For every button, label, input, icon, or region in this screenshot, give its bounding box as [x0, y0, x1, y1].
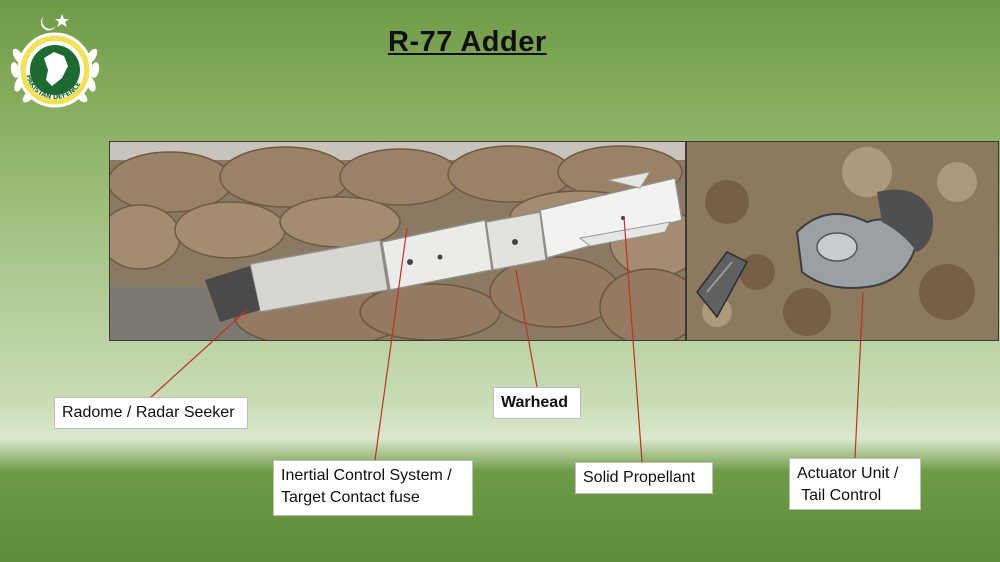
debris-photo	[686, 141, 999, 341]
label-propellant-text: Solid Propellant	[583, 469, 696, 486]
label-actuator-unit: Actuator Unit / Tail Control	[789, 458, 921, 510]
label-ics-line1: Inertial Control System /	[281, 467, 452, 484]
label-warhead-text: Warhead	[501, 394, 568, 411]
label-radome-text: Radome / Radar Seeker	[62, 404, 235, 421]
label-radome: Radome / Radar Seeker	[54, 397, 248, 429]
missile-photo	[109, 141, 686, 341]
label-ics-line2: Target Contact fuse	[281, 489, 420, 506]
label-actuator-line2: Tail Control	[797, 487, 882, 504]
label-actuator-line1: Actuator Unit /	[797, 465, 899, 482]
crescent-icon	[40, 16, 56, 31]
label-warhead: Warhead	[493, 387, 581, 419]
star-icon	[55, 14, 69, 27]
label-inertial-control: Inertial Control System / Target Contact…	[273, 460, 473, 516]
pakistan-defence-logo: PAKISTAN DEFENCE	[10, 14, 100, 108]
page-title: R-77 Adder	[388, 26, 547, 58]
label-solid-propellant: Solid Propellant	[575, 462, 713, 494]
